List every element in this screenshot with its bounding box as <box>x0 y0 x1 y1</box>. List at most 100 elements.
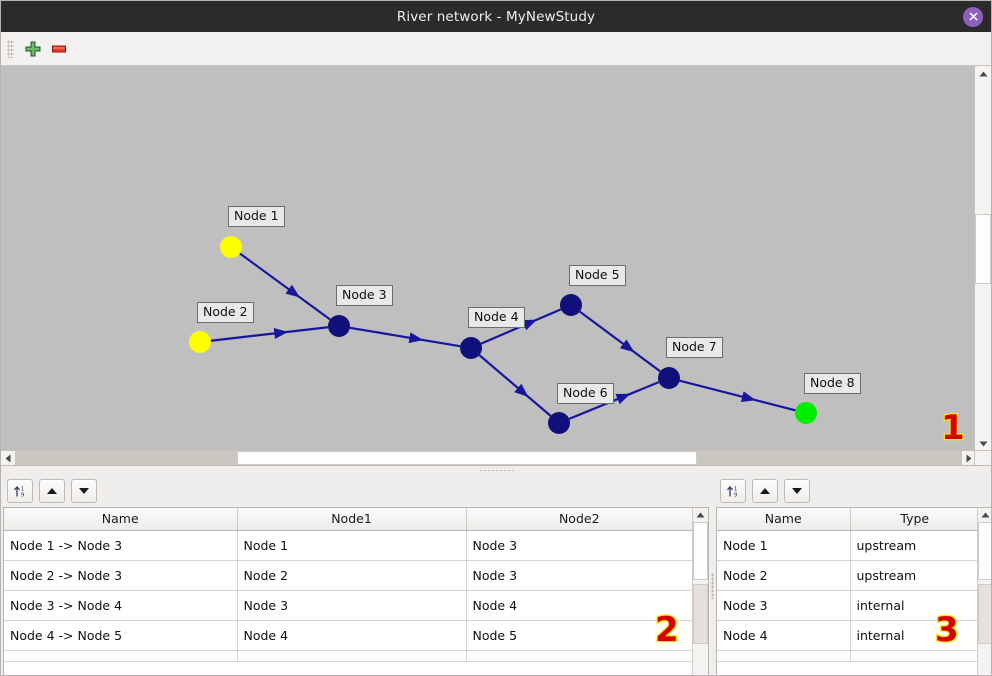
reaches-move-down-button[interactable] <box>71 479 97 503</box>
reaches-move-up-button[interactable] <box>39 479 65 503</box>
graph-canvas[interactable] <box>1 66 976 451</box>
graph-hscroll-thumb[interactable] <box>237 451 697 465</box>
nodes-move-down-button[interactable] <box>784 479 810 503</box>
table-cell[interactable] <box>4 650 238 662</box>
scroll-down-button[interactable] <box>975 436 991 451</box>
graph-node[interactable] <box>795 402 817 424</box>
graph-node[interactable] <box>460 337 482 359</box>
graph-node[interactable] <box>189 331 211 353</box>
graph-edge[interactable] <box>210 326 329 342</box>
graph-node[interactable] <box>560 294 582 316</box>
scroll-left-button[interactable] <box>1 451 15 465</box>
table-cell[interactable]: Node 5 <box>466 620 692 651</box>
reaches-scroll-thumb[interactable] <box>693 522 708 580</box>
graph-hscroll-track-left[interactable] <box>15 451 237 465</box>
column-header[interactable]: Type <box>850 508 977 531</box>
nodes-sort-button[interactable]: 1 9 <box>720 479 746 503</box>
sort-icon: 1 9 <box>14 486 24 498</box>
chevron-up-icon <box>981 512 990 518</box>
table-cell[interactable]: Node 2 <box>237 560 467 591</box>
reaches-scroll-thumb-secondary[interactable] <box>693 584 708 644</box>
add-node-button[interactable] <box>20 36 46 62</box>
graph-node-label[interactable]: Node 5 <box>569 265 626 287</box>
graph-node-label[interactable]: Node 1 <box>228 206 285 228</box>
table-cell[interactable]: internal <box>850 590 977 621</box>
column-header[interactable]: Name <box>4 508 238 531</box>
graph-node[interactable] <box>548 412 570 434</box>
table-cell[interactable]: upstream <box>850 560 977 591</box>
table-cell[interactable]: Node 4 <box>717 620 851 651</box>
table-cell[interactable]: Node 1 <box>717 530 851 561</box>
table-cell[interactable] <box>850 650 977 662</box>
table-cell[interactable]: Node 1 -> Node 3 <box>4 530 238 561</box>
graph-node[interactable] <box>328 315 350 337</box>
graph-node-label[interactable]: Node 7 <box>666 337 723 359</box>
graph-node-label[interactable]: Node 6 <box>557 383 614 405</box>
table-cell[interactable]: Node 3 -> Node 4 <box>4 590 238 621</box>
nodes-scroll-thumb-secondary[interactable] <box>978 584 991 644</box>
table-cell[interactable]: Node 2 -> Node 3 <box>4 560 238 591</box>
nodes-scroll-thumb[interactable] <box>978 522 991 580</box>
nodes-scroll-up-button[interactable] <box>978 508 991 522</box>
table-row[interactable] <box>717 650 977 662</box>
graph-node-label[interactable]: Node 2 <box>197 302 254 324</box>
table-row[interactable] <box>4 650 692 662</box>
reaches-table-scrollbar[interactable] <box>692 508 708 675</box>
graph-horizontal-scrollbar[interactable] <box>1 450 976 465</box>
table-cell[interactable] <box>717 650 851 662</box>
table-cell[interactable]: Node 1 <box>237 530 467 561</box>
table-cell[interactable]: Node 4 <box>466 590 692 621</box>
panes-divider[interactable] <box>711 475 714 675</box>
graph-node-label[interactable]: Node 4 <box>468 307 525 329</box>
table-cell[interactable]: Node 3 <box>717 590 851 621</box>
remove-node-button[interactable] <box>46 36 72 62</box>
reaches-sort-button[interactable]: 1 9 <box>7 479 33 503</box>
table-cell[interactable]: internal <box>850 620 977 651</box>
table-cell[interactable]: Node 3 <box>237 590 467 621</box>
table-cell[interactable]: upstream <box>850 530 977 561</box>
graph-vertical-scrollbar[interactable] <box>974 66 991 451</box>
graph-edge-arrow <box>273 327 289 339</box>
table-cell[interactable] <box>466 650 692 662</box>
close-button[interactable] <box>963 6 983 27</box>
table-cell[interactable]: Node 4 -> Node 5 <box>4 620 238 651</box>
graph-node[interactable] <box>658 367 680 389</box>
graph-edge[interactable] <box>568 381 660 420</box>
graph-edge[interactable] <box>349 326 461 348</box>
nodes-move-up-button[interactable] <box>752 479 778 503</box>
graph-edge[interactable] <box>239 252 331 321</box>
graph-edge[interactable] <box>579 310 661 373</box>
graph-vscroll-thumb[interactable] <box>975 214 991 284</box>
graph-node-label[interactable]: Node 8 <box>804 373 861 395</box>
column-header[interactable]: Node2 <box>466 508 692 531</box>
graph-nodes <box>189 236 817 434</box>
table-cell[interactable] <box>237 650 467 662</box>
graph-edge[interactable] <box>679 379 796 412</box>
column-header[interactable]: Name <box>717 508 851 531</box>
graph-node-label[interactable]: Node 3 <box>336 285 393 307</box>
toolbar-grip[interactable] <box>7 39 14 58</box>
table-cell[interactable]: Node 4 <box>237 620 467 651</box>
graph-edge[interactable] <box>478 354 552 417</box>
column-header[interactable]: Node1 <box>237 508 467 531</box>
table-cell[interactable]: Node 2 <box>717 560 851 591</box>
panel-splitter[interactable] <box>1 466 991 475</box>
graph-hscroll-track-right[interactable] <box>697 451 962 465</box>
table-cell[interactable]: Node 3 <box>466 560 692 591</box>
nodes-table-scrollbar[interactable] <box>977 508 991 675</box>
graph-node[interactable] <box>220 236 242 258</box>
reaches-scroll-up-button[interactable] <box>693 508 708 522</box>
scroll-up-button[interactable] <box>975 66 991 81</box>
table-cell[interactable]: Node 3 <box>466 530 692 561</box>
scroll-right-button[interactable] <box>962 451 976 465</box>
